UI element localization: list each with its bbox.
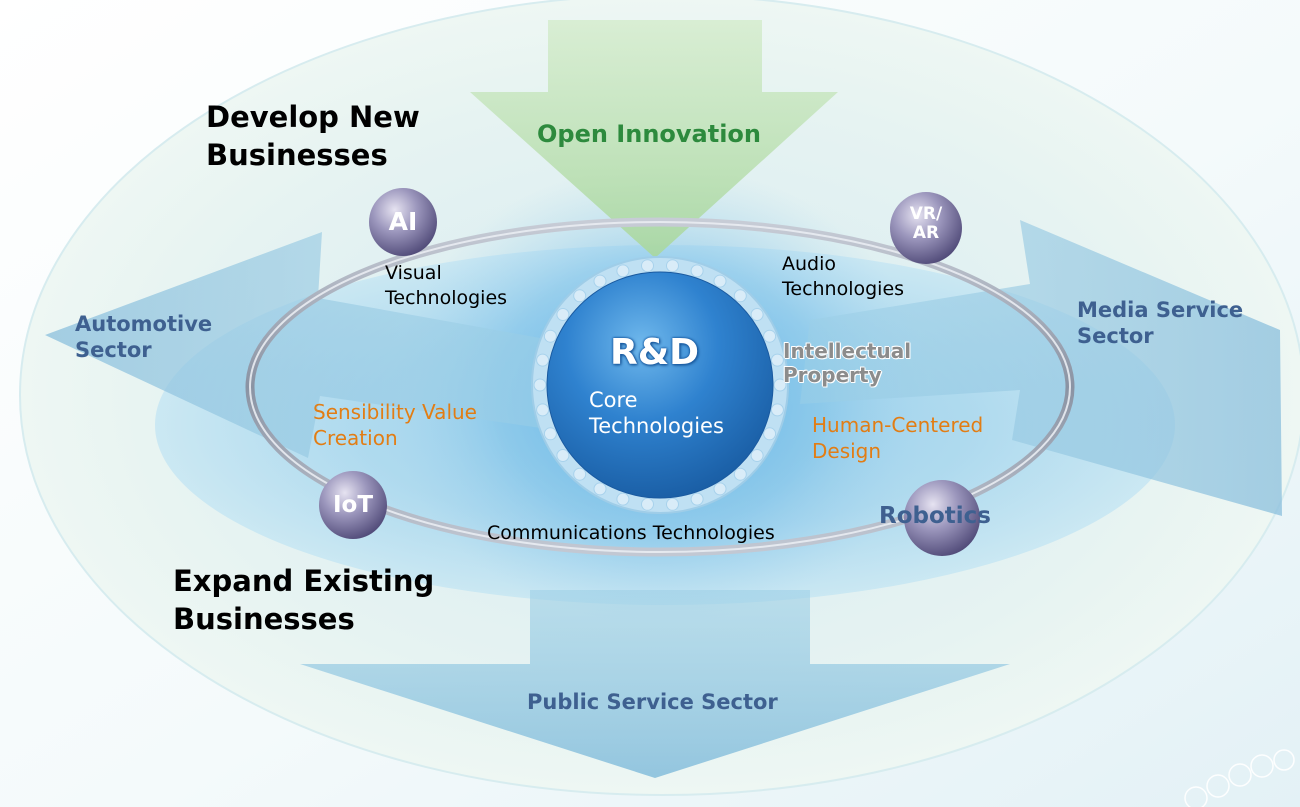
media-service-sector-label: Media Service Sector <box>1077 297 1243 349</box>
core-bead <box>543 329 557 343</box>
core-bead <box>556 449 570 462</box>
sensibility-line1: Sensibility Value <box>313 400 477 424</box>
decorative-circles <box>1184 749 1295 807</box>
hcd-line2: Design <box>812 439 882 463</box>
iot-node <box>319 471 387 539</box>
human-centered-design-label: Human-Centered Design <box>812 412 983 464</box>
vrar-label: VR/ AR <box>900 205 952 243</box>
audio-line1: Audio <box>782 253 837 275</box>
media-line1: Media Service <box>1077 298 1244 322</box>
core-title: R&D <box>610 332 699 373</box>
automotive-arrow <box>45 232 555 458</box>
core-bead <box>536 353 550 367</box>
core-bead <box>666 497 679 511</box>
visual-line1: Visual <box>385 262 442 284</box>
audio-line2: Technologies <box>782 278 905 300</box>
core-bead <box>733 467 747 481</box>
core-bead <box>593 274 607 288</box>
expand-line2: Businesses <box>173 602 355 636</box>
ip-line1: Intellectual <box>783 339 912 363</box>
public-service-sector-label: Public Service Sector <box>527 690 778 714</box>
expand-existing-businesses-heading: Expand Existing Businesses <box>173 562 434 638</box>
core-bead <box>593 482 607 496</box>
core-bead <box>543 427 557 441</box>
communications-technologies-label: Communications Technologies <box>487 522 775 544</box>
vrar-line1: VR/ <box>909 204 943 224</box>
develop-new-businesses-heading: Develop New Businesses <box>206 98 420 174</box>
core-circle <box>546 271 774 499</box>
robotics-node <box>904 480 980 556</box>
sensibility-line2: Creation <box>313 426 398 450</box>
core-subtitle: Core Technologies <box>589 387 724 439</box>
ip-line2: Property <box>783 363 882 387</box>
sensibility-value-creation-label: Sensibility Value Creation <box>313 399 477 451</box>
develop-line1: Develop New <box>206 100 420 134</box>
core-bead <box>733 289 747 303</box>
core-bead <box>641 497 654 511</box>
core-bead <box>770 403 784 417</box>
core-bead <box>573 289 587 303</box>
core-bead <box>690 492 704 506</box>
automotive-line2: Sector <box>75 338 152 362</box>
core-bead <box>750 308 764 321</box>
core-bead <box>666 259 679 273</box>
public-service-arrow <box>300 590 1010 778</box>
core-bead <box>773 378 787 392</box>
visual-line2: Technologies <box>385 287 508 309</box>
open-innovation-label: Open Innovation <box>537 120 762 148</box>
visual-technologies-label: Visual Technologies <box>385 261 507 311</box>
ai-node <box>369 188 437 256</box>
vrar-line2: AR <box>912 223 940 243</box>
core-bead <box>556 308 570 321</box>
core-bead <box>573 467 587 481</box>
automotive-sector-label: Automotive Sector <box>75 311 212 363</box>
ai-label: AI <box>388 207 418 236</box>
core-bead <box>713 274 727 288</box>
core-bead <box>770 353 784 367</box>
hcd-line1: Human-Centered <box>812 413 984 437</box>
core-bead <box>763 329 777 343</box>
core-bead <box>616 492 630 506</box>
core-sub-line1: Core <box>589 388 638 412</box>
audio-technologies-label: Audio Technologies <box>782 252 904 302</box>
vrar-node <box>890 192 962 264</box>
core-sub-line2: Technologies <box>589 414 724 438</box>
automotive-line1: Automotive <box>75 312 213 336</box>
core-bead <box>533 378 547 392</box>
robotics-label: Robotics <box>879 503 991 529</box>
core-bead <box>641 259 654 273</box>
core-bead <box>616 264 630 278</box>
iot-label: IoT <box>332 492 374 518</box>
core-bead <box>690 264 704 278</box>
core-bead <box>536 403 550 417</box>
media-service-arrow <box>800 220 1282 516</box>
expand-line1: Expand Existing <box>173 564 435 598</box>
intellectual-property-label: Intellectual Property <box>783 339 911 387</box>
core-bead <box>713 482 727 496</box>
core-bead <box>750 449 764 462</box>
open-innovation-arrow <box>470 20 838 258</box>
media-line2: Sector <box>1077 324 1154 348</box>
core-beads <box>533 259 787 511</box>
core-bead <box>763 427 777 441</box>
develop-line2: Businesses <box>206 138 388 172</box>
